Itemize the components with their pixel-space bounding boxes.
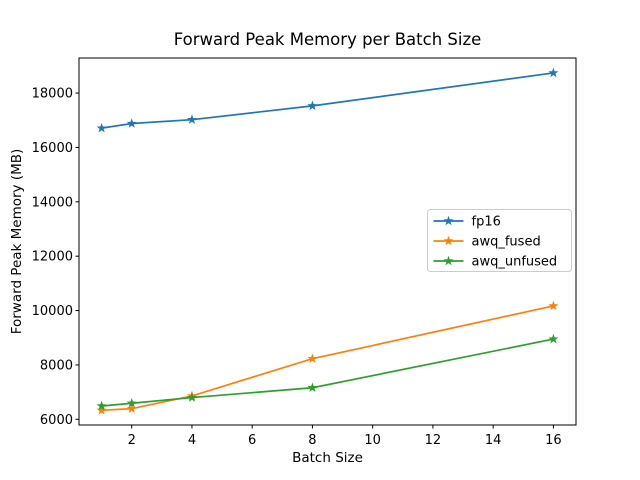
legend-box <box>427 209 572 272</box>
data-marker-fp16 <box>307 100 318 111</box>
data-marker-fp16 <box>186 114 197 124</box>
legend-label-awq_unfused: awq_unfused <box>472 255 558 270</box>
y-tick-label: 16000 <box>32 141 73 156</box>
data-marker-fp16 <box>126 118 137 128</box>
plot-content: 2 4 6 8 10 12 14 16 6000 8000 10000 12000 14000 16000… <box>32 67 562 448</box>
x-tick-label: 2 <box>128 433 136 448</box>
data-marker-fp16 <box>96 122 107 133</box>
legend-marker-awq_fused <box>443 235 454 246</box>
data-marker-fp16 <box>548 67 559 78</box>
series-line-awq_fused <box>100 305 555 412</box>
y-tick-label: 10000 <box>32 304 73 319</box>
x-tick-label: 16 <box>545 433 562 448</box>
data-marker-awq_unfused <box>548 333 559 344</box>
data-marker-awq_unfused <box>96 400 107 411</box>
x-tick-label: 8 <box>308 433 316 448</box>
chart-title: Forward Peak Memory per Batch Size <box>174 30 482 49</box>
x-tick-label: 14 <box>485 433 502 448</box>
data-marker-awq_fused <box>307 353 318 363</box>
legend-label-fp16: fp16 <box>472 215 501 230</box>
legend-marker-fp16 <box>443 215 454 226</box>
data-marker-awq_unfused <box>186 392 197 402</box>
data-marker-awq_unfused <box>126 397 137 408</box>
series-line-fp16 <box>100 72 555 129</box>
x-axis-label: Batch Size <box>292 450 363 466</box>
x-tick-label: 10 <box>364 433 381 448</box>
data-marker-awq_fused <box>96 405 107 415</box>
x-tick-label: 12 <box>425 433 442 448</box>
y-tick-label: 8000 <box>40 358 73 373</box>
y-tick-label: 6000 <box>40 413 73 428</box>
legend-label-awq_fused: awq_fused <box>472 235 541 250</box>
y-axis-label: Forward Peak Memory (MB) <box>9 149 25 335</box>
data-marker-awq_unfused <box>307 382 318 393</box>
legend-marker-awq_unfused <box>443 255 454 266</box>
legend: fp16 awq_fused awq_unfused <box>427 209 572 272</box>
plot-area-border <box>78 57 577 426</box>
series-line-awq_unfused <box>100 338 555 407</box>
x-tick-label: 4 <box>188 433 196 448</box>
y-tick-label: 18000 <box>32 87 73 102</box>
y-tick-label: 12000 <box>32 250 73 265</box>
y-tick-label: 14000 <box>32 195 73 210</box>
data-marker-awq_fused <box>548 300 559 311</box>
x-tick-label: 6 <box>248 433 256 448</box>
data-marker-awq_fused <box>126 403 137 413</box>
